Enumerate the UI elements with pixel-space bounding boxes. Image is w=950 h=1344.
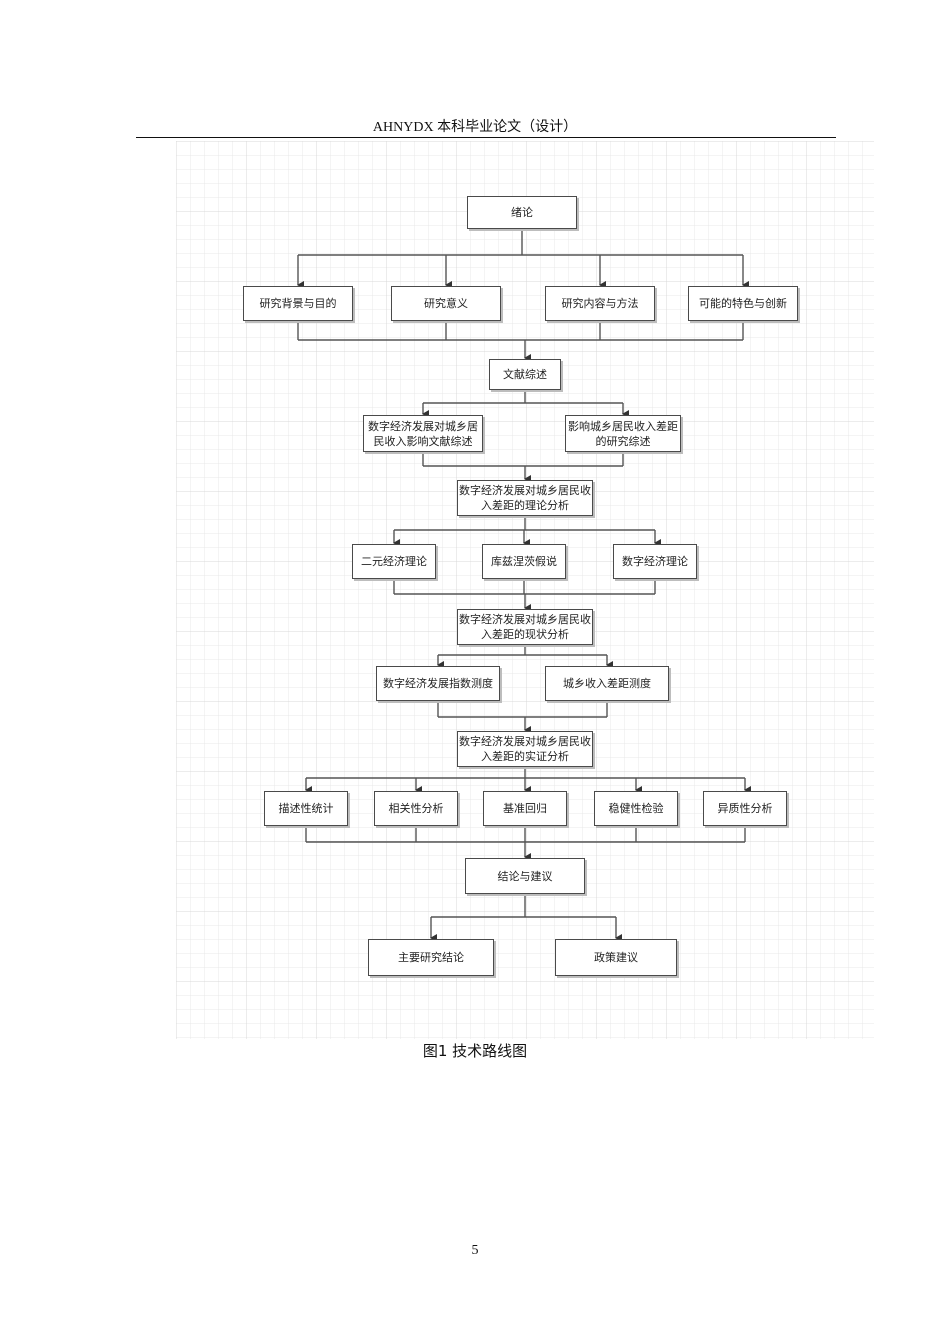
node-literature-review: 文献综述 <box>489 359 561 390</box>
node-policy-suggestions: 政策建议 <box>555 939 677 976</box>
header-rule <box>136 137 836 138</box>
node-correlation-analysis: 相关性分析 <box>374 791 458 826</box>
node-research-content-methods: 研究内容与方法 <box>545 286 655 321</box>
node-literature-income-impact: 数字经济发展对城乡居民收入影响文献综述 <box>363 415 483 452</box>
node-income-gap-measure: 城乡收入差距测度 <box>545 666 669 701</box>
node-heterogeneity-analysis: 异质性分析 <box>703 791 787 826</box>
node-descriptive-statistics: 描述性统计 <box>264 791 348 826</box>
node-baseline-regression: 基准回归 <box>483 791 567 826</box>
figure-caption: 图1 技术路线图 <box>422 1042 528 1060</box>
node-theory-analysis: 数字经济发展对城乡居民收入差距的理论分析 <box>457 480 593 516</box>
node-conclusion: 结论与建议 <box>465 858 585 894</box>
node-main-conclusions: 主要研究结论 <box>368 939 494 976</box>
node-digital-index-measure: 数字经济发展指数测度 <box>376 666 500 701</box>
node-research-significance: 研究意义 <box>391 286 501 321</box>
technical-roadmap-figure: 绪论 研究背景与目的 研究意义 研究内容与方法 可能的特色与创新 文献综述 数字… <box>176 141 874 1039</box>
node-innovation: 可能的特色与创新 <box>688 286 798 321</box>
node-status-analysis: 数字经济发展对城乡居民收入差距的现状分析 <box>457 609 593 645</box>
node-dual-economy-theory: 二元经济理论 <box>352 544 436 579</box>
node-research-background: 研究背景与目的 <box>243 286 353 321</box>
node-kuznets-hypothesis: 库兹涅茨假说 <box>482 544 566 579</box>
page-number: 5 <box>471 1243 479 1258</box>
connectors <box>297 229 751 942</box>
page-header: AHNYDX 本科毕业论文（设计） <box>372 120 578 135</box>
node-digital-economy-theory: 数字经济理论 <box>613 544 697 579</box>
flowchart-canvas <box>176 141 874 1039</box>
node-intro: 绪论 <box>467 196 577 229</box>
node-literature-income-gap: 影响城乡居民收入差距的研究综述 <box>565 415 681 452</box>
node-robustness-test: 稳健性检验 <box>594 791 678 826</box>
node-empirical-analysis: 数字经济发展对城乡居民收入差距的实证分析 <box>457 731 593 767</box>
